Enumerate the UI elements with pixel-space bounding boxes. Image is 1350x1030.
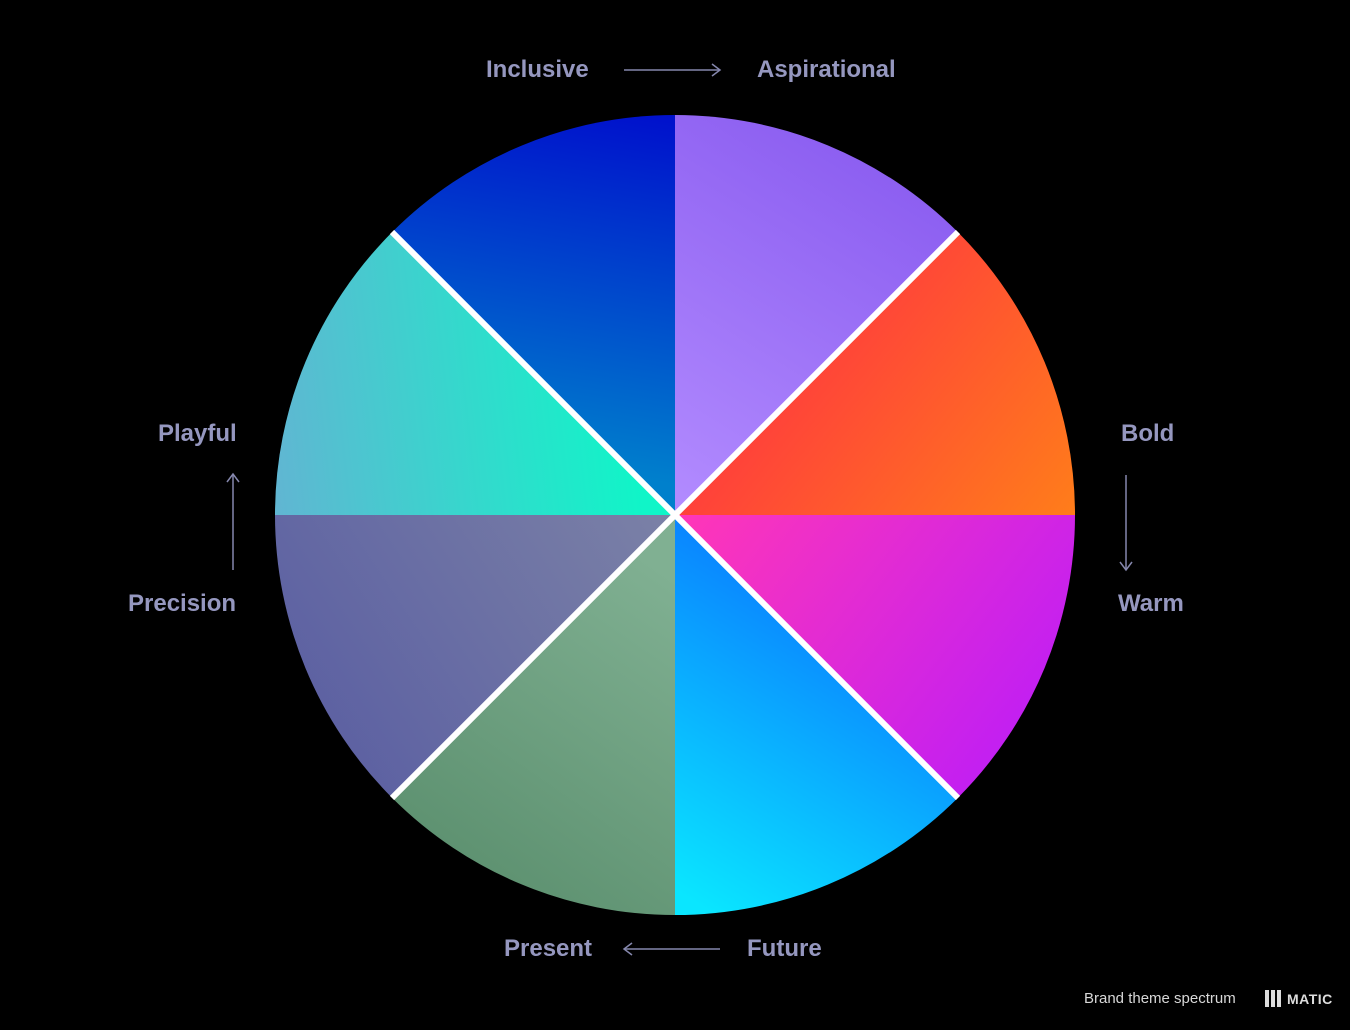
arrow-up-icon — [226, 472, 240, 570]
matic-logo: MATIC — [1265, 990, 1333, 1007]
segment-aspirational — [675, 115, 958, 515]
logo-bars-icon — [1265, 990, 1281, 1007]
label-future: Future — [747, 935, 822, 962]
arrow-down-icon — [1119, 475, 1133, 572]
label-playful: Playful — [158, 420, 237, 447]
segment-future — [675, 515, 958, 915]
divider-ne-sw — [389, 229, 961, 801]
segment-playful — [275, 232, 675, 515]
arrow-right-icon — [624, 63, 722, 77]
label-inclusive: Inclusive — [486, 56, 589, 83]
label-precision: Precision — [128, 590, 237, 617]
segment-warm — [675, 515, 1075, 798]
label-bold: Bold — [1121, 420, 1175, 447]
segment-present — [392, 515, 675, 915]
footer-caption: Brand theme spectrum — [1084, 990, 1236, 1007]
segment-inclusive — [392, 115, 675, 515]
segment-precision — [275, 515, 675, 798]
segment-bold — [675, 232, 1075, 515]
arrow-left-icon — [622, 942, 720, 956]
label-warm: Warm — [1118, 590, 1184, 617]
label-present: Present — [504, 935, 593, 962]
logo-text: MATIC — [1287, 990, 1333, 1007]
label-aspirational: Aspirational — [757, 56, 896, 83]
